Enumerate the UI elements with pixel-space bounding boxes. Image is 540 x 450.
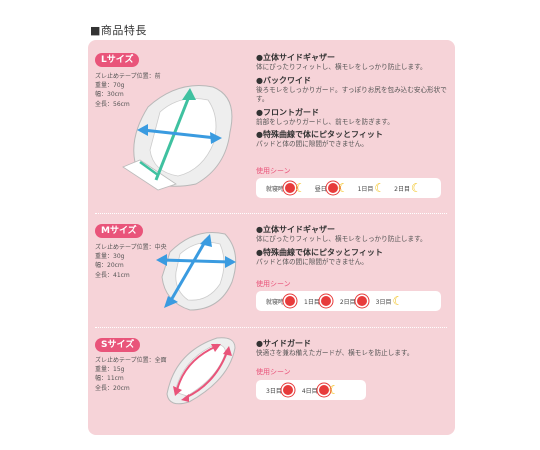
- feature-desc: パッドと体の間に隙間ができません。: [256, 140, 368, 149]
- spec-line: 重量：70g: [95, 82, 125, 90]
- feature-title: ●立体サイドギャザー: [256, 53, 335, 62]
- usage-scene-label-s: 使用シーン: [256, 368, 291, 376]
- size-badge-s: Sサイズ: [95, 338, 141, 352]
- scene-item: 3日目☾: [375, 294, 404, 308]
- feature-desc: 体にぴったりフィットし、横モレをしっかり防止します。: [256, 63, 427, 71]
- pad-illustration-l: [122, 85, 233, 191]
- scene-label: 1日目: [304, 298, 320, 306]
- specs-l: ズレ止めテープ位置：前 重量：70g 幅：30cm 全長：56cm: [95, 72, 161, 109]
- scene-label: 4日目: [301, 387, 318, 395]
- scene-label: 1日目: [357, 185, 374, 193]
- scene-label: 昼日: [314, 185, 327, 193]
- size-badge-m: Mサイズ: [95, 224, 143, 238]
- scene-item: 1日目☾: [357, 181, 386, 195]
- feature-desc: 前部をしっかりガードし、前モレを防ぎます。: [256, 117, 394, 126]
- feature-title: ●バックワイド: [256, 75, 311, 85]
- spec-line: 全長：20cm: [95, 384, 130, 392]
- scene-label: 3日目: [266, 387, 282, 395]
- specs-s: ズレ止めテープ位置：全面 重量：15g 幅：11cm 全長：20cm: [95, 356, 167, 393]
- spec-line: ズレ止めテープ位置：前: [95, 73, 161, 80]
- feature-desc: 体にぴったりフィットし、横モレをしっかり防止します。: [256, 235, 427, 243]
- sun-moon-icon: ☾: [318, 384, 339, 396]
- scene-label: 就寝時: [266, 298, 285, 306]
- spec-line: 幅：20cm: [95, 262, 124, 270]
- scene-label: 2日目: [394, 185, 410, 193]
- moon-icon: ☾: [410, 181, 422, 195]
- scene-label: 2日目: [339, 298, 356, 306]
- spec-line: 幅：30cm: [95, 91, 124, 99]
- scene-item: 1日目: [304, 296, 331, 306]
- sun-icon: [285, 296, 296, 306]
- feature-title: ●フロントガード: [256, 107, 319, 117]
- pad-illustration-s: [166, 337, 236, 405]
- pad-illustration-m: [156, 232, 237, 311]
- usage-scenes-m: 就寝時 1日目 2日目 3日目☾: [256, 291, 441, 311]
- feature-title: ●特殊曲線で体にピタッとフィット: [256, 247, 383, 257]
- specs-m: ズレ止めテープ位置：中央 重量：30g 幅：20cm 全長：41cm: [95, 243, 167, 280]
- scene-item: 就寝時: [266, 296, 296, 306]
- usage-scene-label-l: 使用シーン: [256, 167, 291, 175]
- sun-icon: [320, 296, 331, 306]
- feature-desc: 快適さを兼ね備えたガードが、横モレを防止します。: [256, 349, 414, 357]
- feature-title: ●立体サイドギャザー: [256, 225, 335, 234]
- scene-item: 3日目: [266, 385, 293, 395]
- spec-line: 全長：56cm: [95, 100, 130, 108]
- spec-line: 幅：11cm: [95, 375, 124, 383]
- section-divider: [95, 327, 447, 328]
- scene-item: 2日目☾: [394, 181, 422, 195]
- scene-item: 4日目☾: [301, 384, 340, 396]
- scene-label: 3日目: [375, 298, 392, 306]
- section-heading: ■商品特長: [90, 24, 147, 37]
- sun-icon: [282, 385, 293, 395]
- scene-item: 2日目: [340, 296, 367, 306]
- features-m: ●立体サイドギャザー 体にぴったりフィットし、横モレをしっかり防止します。 ●特…: [256, 224, 451, 267]
- feature-desc: パッドと体の間に隙間ができません。: [256, 257, 368, 266]
- spec-line: 重量：30g: [95, 253, 125, 261]
- scene-item: 就寝時☾: [266, 182, 306, 194]
- moon-icon: ☾: [374, 181, 386, 195]
- feature-title: ●サイドガード: [256, 339, 311, 348]
- sun-icon: [356, 296, 367, 306]
- size-badge-l: Lサイズ: [95, 53, 140, 67]
- scene-label: 就寝時: [266, 185, 285, 193]
- usage-scenes-l: 就寝時☾ 昼日☾ 1日目☾ 2日目☾: [256, 178, 441, 198]
- spec-line: 全長：41cm: [95, 271, 130, 279]
- sun-moon-icon: ☾: [327, 182, 349, 194]
- section-divider: [95, 213, 447, 214]
- sun-moon-icon: ☾: [285, 182, 306, 194]
- scene-item: 昼日☾: [314, 182, 349, 194]
- feature-desc: 後ろモレをしっかりガード。すっぽりお尻を包み込む安心形状です。: [256, 85, 447, 104]
- usage-scene-label-m: 使用シーン: [256, 280, 291, 288]
- spec-line: ズレ止めテープ位置：全面: [95, 357, 167, 364]
- spec-line: 重量：15g: [95, 366, 125, 374]
- moon-icon: ☾: [392, 294, 404, 308]
- features-l: ●立体サイドギャザー 体にぴったりフィットし、横モレをしっかり防止します。 ●バ…: [256, 52, 451, 150]
- feature-title: ●特殊曲線で体にピタッとフィット: [256, 130, 383, 140]
- spec-line: ズレ止めテープ位置：中央: [95, 244, 167, 251]
- features-s: ●サイドガード 快適さを兼ね備えたガードが、横モレを防止します。: [256, 338, 451, 359]
- usage-scenes-s: 3日目 4日目☾: [256, 380, 366, 400]
